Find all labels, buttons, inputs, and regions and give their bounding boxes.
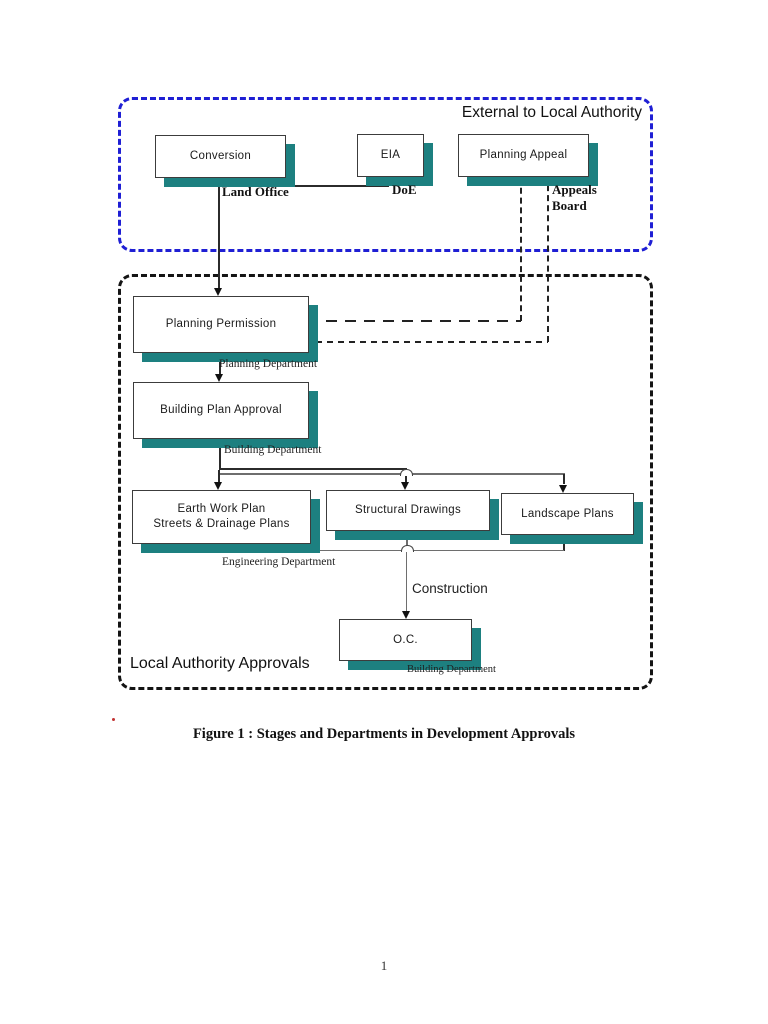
node-eia-label: EIA [380, 149, 401, 162]
arrowhead-into-earthwork [214, 482, 222, 490]
label-land-office: Land Office [222, 184, 289, 199]
local-authority-group-frame [118, 274, 653, 690]
edge-stub-earthwork [218, 470, 220, 482]
edge-earthwork-out [220, 542, 222, 551]
node-eia: EIA [357, 134, 424, 177]
edge-construction-to-oc [406, 551, 408, 611]
edge-permission-to-building-approval [219, 351, 221, 374]
edge-stub-landscape [563, 474, 565, 484]
node-structural-drawings: Structural Drawings [326, 490, 490, 531]
node-earth-work-label-line1: Earth Work Plan [177, 503, 266, 516]
figure-caption: Figure 1 : Stages and Departments in Dev… [192, 726, 576, 742]
edge-eia-to-conversion [219, 185, 389, 187]
node-planning-appeal-label: Planning Appeal [479, 149, 568, 162]
external-authority-group-frame [118, 97, 653, 252]
line-hop [401, 545, 414, 552]
external-group-title: External to Local Authority [461, 104, 642, 121]
node-landscape-label: Landscape Plans [521, 507, 614, 520]
stray-red-mark [112, 718, 115, 721]
node-building-plan-approval: Building Plan Approval [133, 382, 309, 439]
edge-stub-structural [405, 470, 407, 482]
arrowhead-into-building-approval [215, 374, 223, 382]
label-building-department-oc: Building Department [407, 664, 496, 675]
local-group-title: Local Authority Approvals [130, 655, 310, 672]
label-appeals-board: Appeals Board [552, 182, 597, 214]
edge-structural-out [406, 529, 408, 551]
label-engineering-department: Engineering Department [222, 556, 336, 568]
label-construction: Construction [412, 581, 488, 596]
arrowhead-into-planning-appeal [516, 176, 524, 184]
edge-permission-to-appeal-dashed [520, 178, 522, 321]
node-earth-work-plan: Earth Work Plan Streets & Drainage Plans [132, 490, 311, 544]
node-planning-appeal: Planning Appeal [458, 134, 589, 177]
label-building-department: Building Department [224, 444, 322, 456]
page-number: 1 [380, 958, 388, 973]
node-structural-label: Structural Drawings [354, 504, 462, 517]
edge-branch-dark [219, 468, 407, 470]
label-planning-department: Planning Department [219, 358, 318, 370]
node-oc: O.C. [339, 619, 472, 661]
edge-appeal-return-dashed [547, 175, 549, 342]
node-planning-permission-label: Planning Permission [165, 318, 277, 331]
arrowhead-into-oc [402, 611, 410, 619]
edge-landscape-out [563, 533, 565, 551]
edge-collector [221, 550, 564, 552]
arrowhead-into-structural [401, 482, 409, 490]
node-building-plan-approval-label: Building Plan Approval [160, 404, 282, 417]
node-conversion: Conversion [155, 135, 286, 178]
arrowhead-into-planning-permission [214, 288, 222, 296]
node-planning-permission: Planning Permission [133, 296, 309, 353]
node-conversion-label: Conversion [189, 150, 252, 163]
node-earth-work-label-line2: Streets & Drainage Plans [153, 518, 290, 530]
node-oc-label: O.C. [393, 633, 418, 646]
edge-appeal-return-horizontal [316, 341, 548, 343]
edge-branch-gray [219, 473, 565, 475]
label-doe: DoE [392, 182, 417, 197]
edge-eia-drop [388, 175, 390, 186]
label-board: Board [552, 198, 587, 213]
node-landscape-plans: Landscape Plans [501, 493, 634, 535]
edge-conversion-to-planning-permission [218, 176, 220, 288]
line-hop [400, 469, 413, 476]
label-appeals: Appeals [552, 182, 597, 197]
edge-permission-to-appeal-horizontal [307, 320, 521, 322]
arrowhead-return-into-planning-permission [307, 337, 315, 345]
arrowhead-into-landscape [559, 485, 567, 493]
edge-building-approval-down [219, 437, 221, 470]
